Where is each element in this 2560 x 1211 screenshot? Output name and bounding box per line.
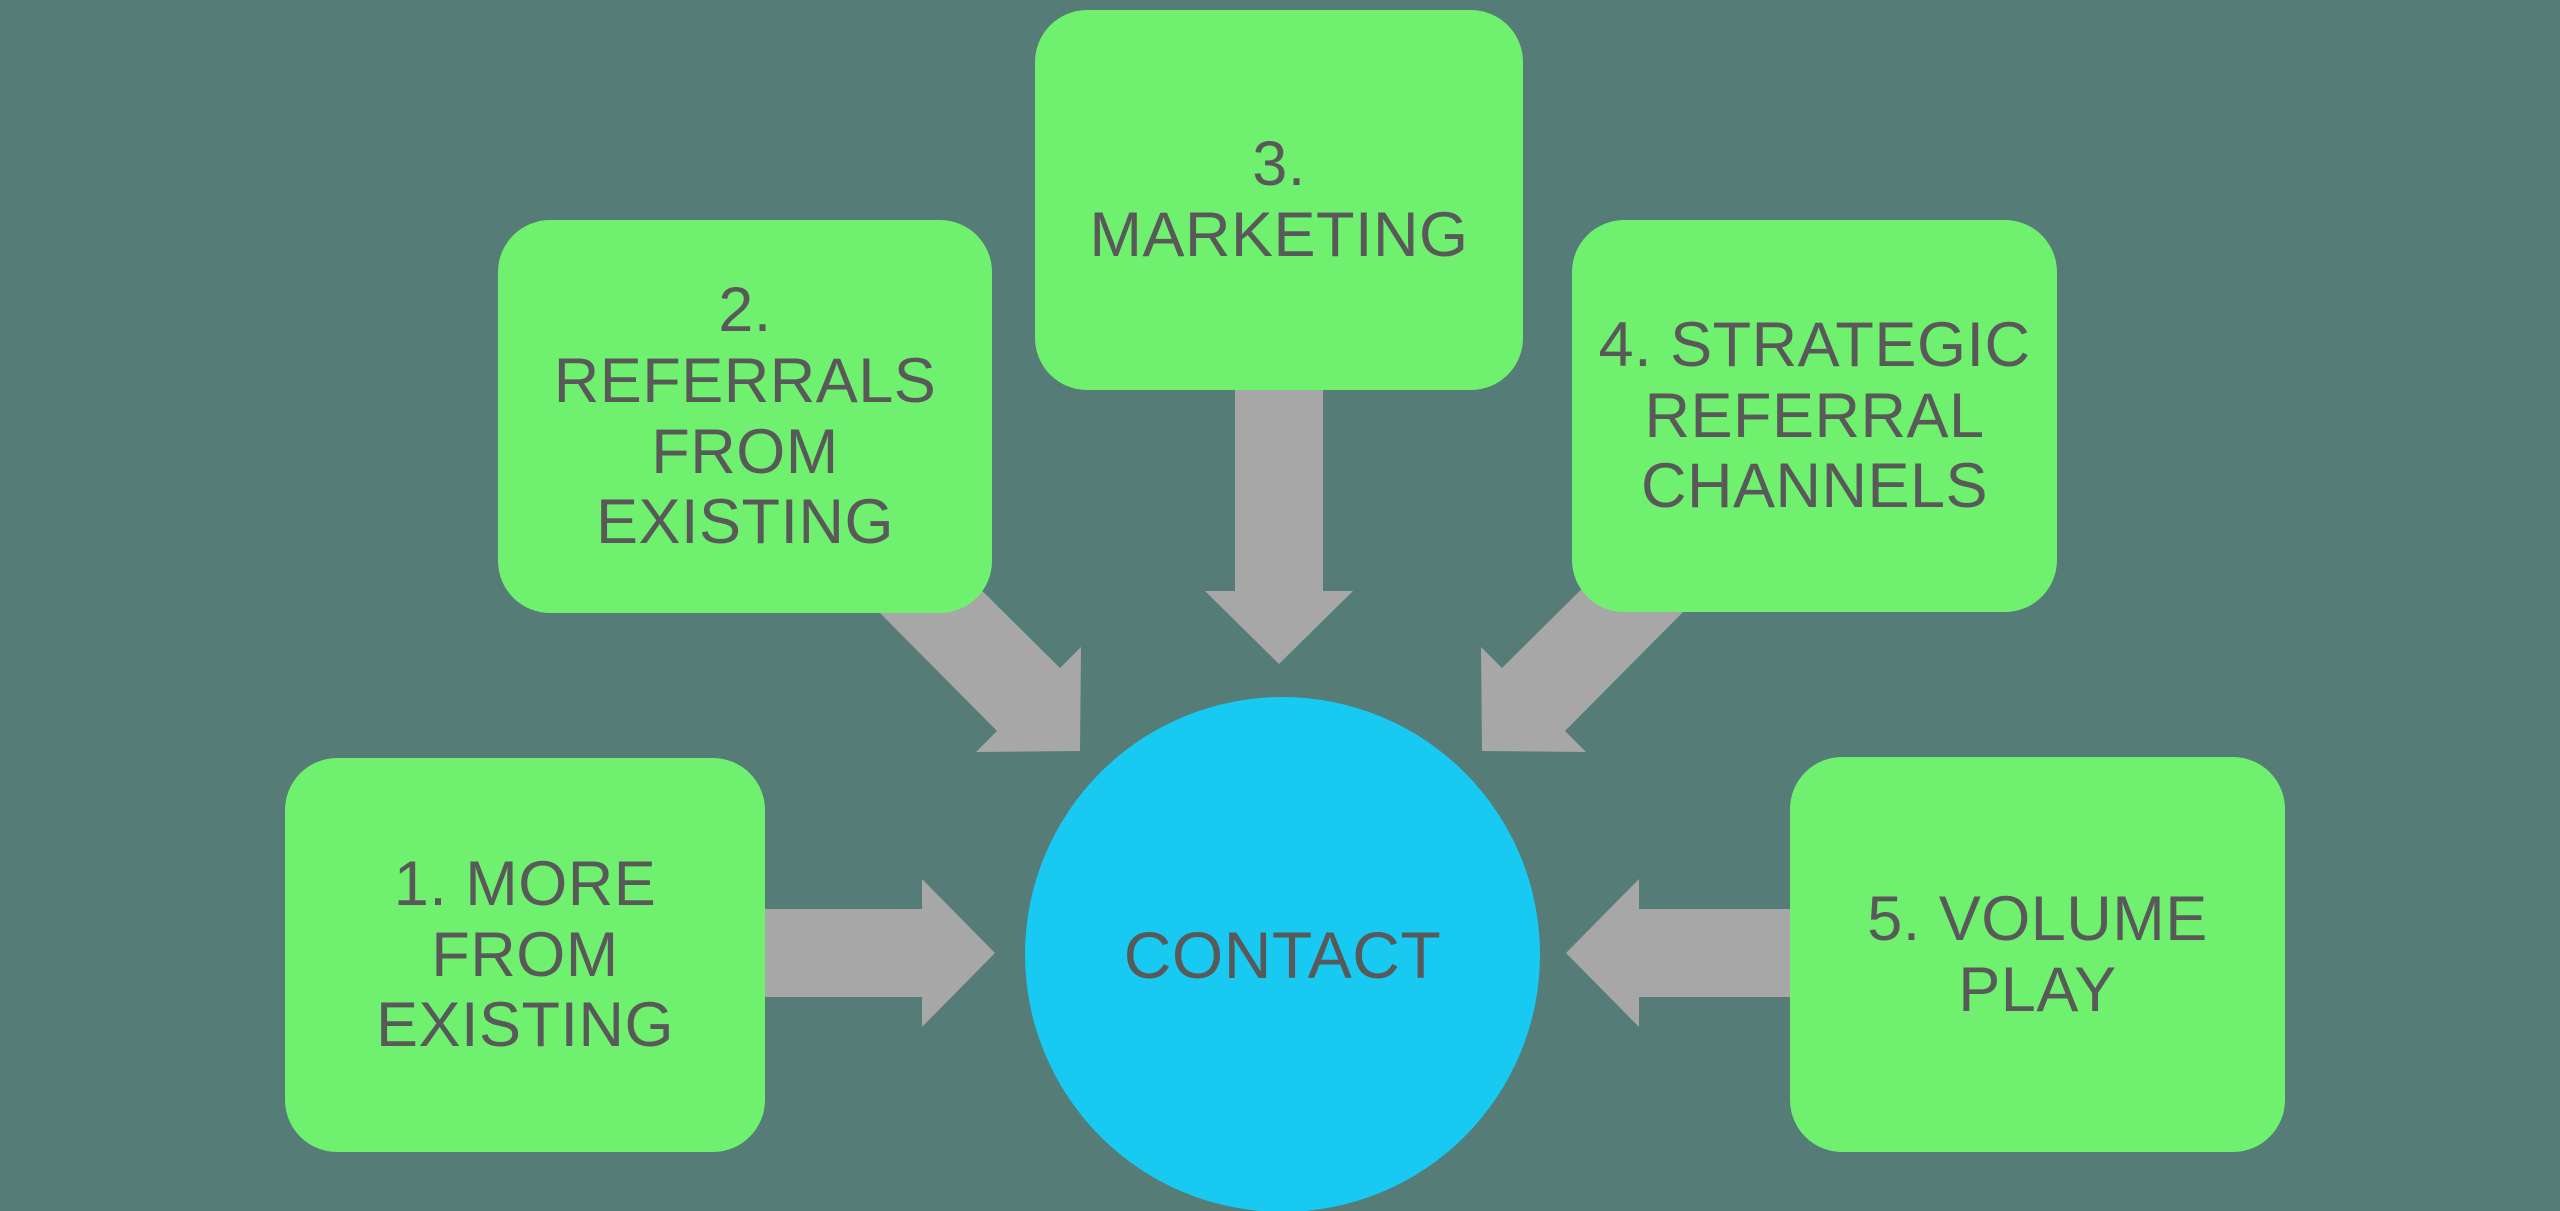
center-contact-circle: CONTACT	[1025, 697, 1540, 1211]
source-box-strategic-referral-channels: 4. STRATEGIC REFERRAL CHANNELS	[1572, 220, 2057, 612]
arrow-left-icon	[1566, 879, 1793, 1027]
arrow-right-icon	[765, 879, 995, 1027]
source-box-volume-play: 5. VOLUME PLAY	[1790, 757, 2285, 1152]
source-box-marketing: 3. MARKETING	[1035, 10, 1523, 390]
source-box-referrals-from-existing: 2. REFERRALS FROM EXISTING	[498, 220, 992, 613]
source-box-more-from-existing: 1. MORE FROM EXISTING	[285, 758, 765, 1152]
arrow-down-icon	[1205, 380, 1353, 664]
